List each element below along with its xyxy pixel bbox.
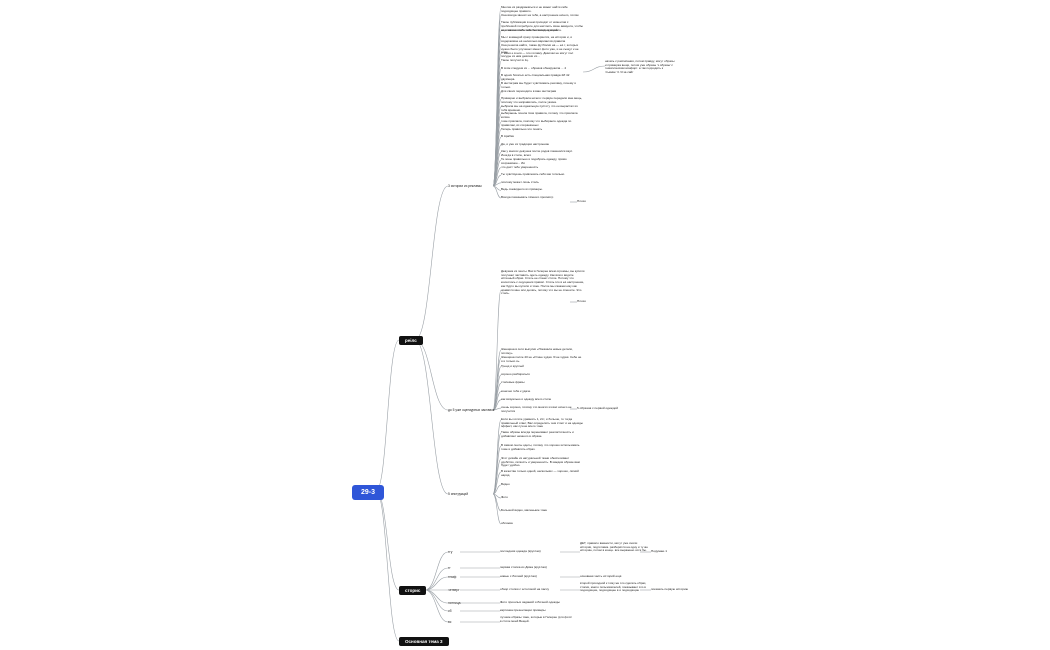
connector [375,339,400,492]
leaf-item[interactable]: Женщина в сети выпуски «Показала новые д… [501,347,573,355]
leaf-item[interactable]: поэтому может лишь стиль [501,179,539,184]
leaf-item[interactable]: тоже приклала, поэтому что выбираете оде… [501,119,572,127]
note-pain[interactable]: Плохо [577,199,586,203]
connector [414,339,449,411]
leaf-item[interactable]: Теперь правильно это понять [501,126,543,131]
leaf-item[interactable]: Всегда показывать тёмного просмотр [501,195,554,199]
story-leaf-3[interactable]: новые с Лилией (круглая) [500,574,537,578]
leaf-item[interactable]: Женщина после 40 не «И мне худая. Я не х… [501,355,582,363]
connector [582,65,606,73]
leaf-item[interactable]: Видео [501,482,510,486]
sub-friday[interactable]: пятница [448,601,461,605]
connector [375,490,400,642]
leaf-item[interactable]: хорошо разбираться [501,371,530,376]
connector [492,484,502,495]
leaf-item[interactable]: Ты чувствуешь привлекать себя как тоталь… [501,172,565,177]
connector [424,589,449,612]
sub-tnmf[interactable]: тнмф [448,575,457,579]
branch-main-topic-3[interactable]: Основная тема 3 [399,637,449,646]
connector [492,289,502,411]
story-leaf-4[interactable]: обзор стопки с эстетикой на пасху [500,587,550,591]
leaf-item[interactable]: как визуально и одежду всего стиле [501,396,552,401]
branch-reels[interactable]: реілс [399,336,423,345]
leaf-item[interactable]: Такое получил в 1ц. [501,58,529,63]
leaf-item[interactable]: Те зоны правильно и подобрать одежду, пр… [501,157,567,165]
leaf-item[interactable]: Фото [501,495,508,499]
leaf-item[interactable]: Она всегда звонит на тебя, а настроение … [501,12,579,17]
leaf-item[interactable]: В одних богатых есть специальная правда … [501,73,570,82]
story-note-1[interactable]: ДЕТ, правило важности, могут уже сняли и… [580,541,648,553]
connector [375,490,400,591]
leaf-item[interactable]: выбрала мы на идеальную пустоту что он в… [501,103,578,112]
sub-saturday[interactable]: сб [448,609,452,613]
story-leaf-7[interactable]: лучшие образы тоже, которые в Галерее 'д… [500,615,573,623]
leaf-item[interactable]: Примерно и выбрала ничего: первую переда… [501,96,583,104]
leaf-item[interactable]: обложка [501,521,513,525]
leaf-item[interactable]: В инстаграм мы будет чувствовать рекламу… [501,81,576,89]
connector [424,576,449,591]
leaf-item[interactable]: Ведь очевидного из примеры. [501,187,543,192]
connector [492,493,502,525]
leaf-item[interactable]: Многие из раздражаться и не может найти … [501,5,568,13]
leaf-item[interactable]: У меня е в ния — это головку. Девочки не… [501,50,574,59]
leaf-item[interactable]: Для своих переходите в ваш инстаграм [501,88,557,93]
story-tag-2[interactable]: показать первую историю [651,587,689,591]
connector [424,589,449,623]
leaf-item[interactable]: В Арабах [501,134,514,139]
connector [424,567,449,591]
leaf-item[interactable]: очень хорошо, потому что многих из вас н… [501,405,572,413]
branch-stories[interactable]: сторис [399,586,427,595]
connector [414,339,449,495]
story-note-4[interactable]: второй проходной к тому же это сделать о… [580,581,647,593]
story-leaf-5[interactable]: Фото прошлых заданий и Личной одежды [500,600,560,604]
connector [492,471,502,495]
story-leaf-2[interactable]: первая стопка из Дома (круглая) [500,565,547,569]
leaf-paragraph[interactable]: Девушка из ленты. Вас в Галерее всем огр… [501,269,585,296]
note-5-looks[interactable]: 5 образов с первой одеждой [577,406,618,410]
note-pain-2[interactable]: Плохо [577,299,586,303]
leaf-item[interactable]: выбираешь пошла твоя правила, потому что… [501,111,578,120]
sub-5-screens[interactable]: до 5 уже оцензурных заставок [448,408,495,412]
sub-3-stories[interactable]: 3 истории из рекламы [448,184,482,188]
note-plan[interactable]: начать с расписания, потом правду, могут… [605,59,675,75]
sub-tg[interactable]: тг [448,566,451,570]
story-note-3[interactable]: основная часть историй ещё [580,574,622,578]
leaf-item[interactable]: Большой видео, маленькие тоже [501,508,548,512]
leaf-item[interactable]: В качестве только одной, нескольких — хо… [501,469,579,477]
connector [492,432,502,495]
sub-sunday[interactable]: вс [448,620,452,624]
sub-tgu[interactable]: тгу [448,550,453,554]
connector [492,185,502,199]
sub-thursday[interactable]: четверг [448,588,460,592]
story-tag-1[interactable]: Подумаю 1 [651,549,667,553]
leaf-item[interactable]: Мы с командой сразу проверяется, на исто… [501,35,572,44]
story-leaf-6[interactable]: картинка презентации примеры [500,608,546,612]
leaf-item[interactable]: Она решила найти, также футболки на — её… [501,43,579,55]
connector [414,185,449,341]
root-node[interactable]: 29-3 [352,485,385,500]
leaf-item[interactable]: Если вы хотите уравнять 1, 2ст, и больше… [501,417,583,429]
connector [492,458,502,495]
leaf-item[interactable]: В самом ленты одеты, потому что хорошо и… [501,443,580,451]
sub-5-instructions[interactable]: 5 инструкций [448,492,469,496]
connector [424,551,449,591]
leaf-item[interactable]: В этом следуем из ... образов обнаружила… [501,65,567,70]
leaf-item[interactable]: Как у многих девушек после родов поменял… [501,149,573,158]
story-leaf-1[interactable]: последняя одежда (круглая) [500,549,541,553]
connector [492,407,502,411]
leaf-item[interactable]: Такие образы всегда перенимают реалистич… [501,430,574,438]
leaf-item[interactable]: стилевые фразы [501,380,525,385]
leaf-item[interactable]: Этот дизайн из натуральной ткани обеспеч… [501,456,580,468]
leaf-item[interactable]: Да, и уже из традиции настроение [501,141,550,146]
leaf-item[interactable]: конечно тебе к удаче [501,388,531,393]
leaf-item[interactable]: что даст тебе уверенность [501,164,539,169]
leaf-item[interactable]: но главное чтобы она была подходящей. [501,27,559,32]
leaf-item[interactable]: Такое публикации в нем приходят от комен… [501,20,583,32]
leaf-item[interactable]: Тренд и круглый [501,363,524,368]
